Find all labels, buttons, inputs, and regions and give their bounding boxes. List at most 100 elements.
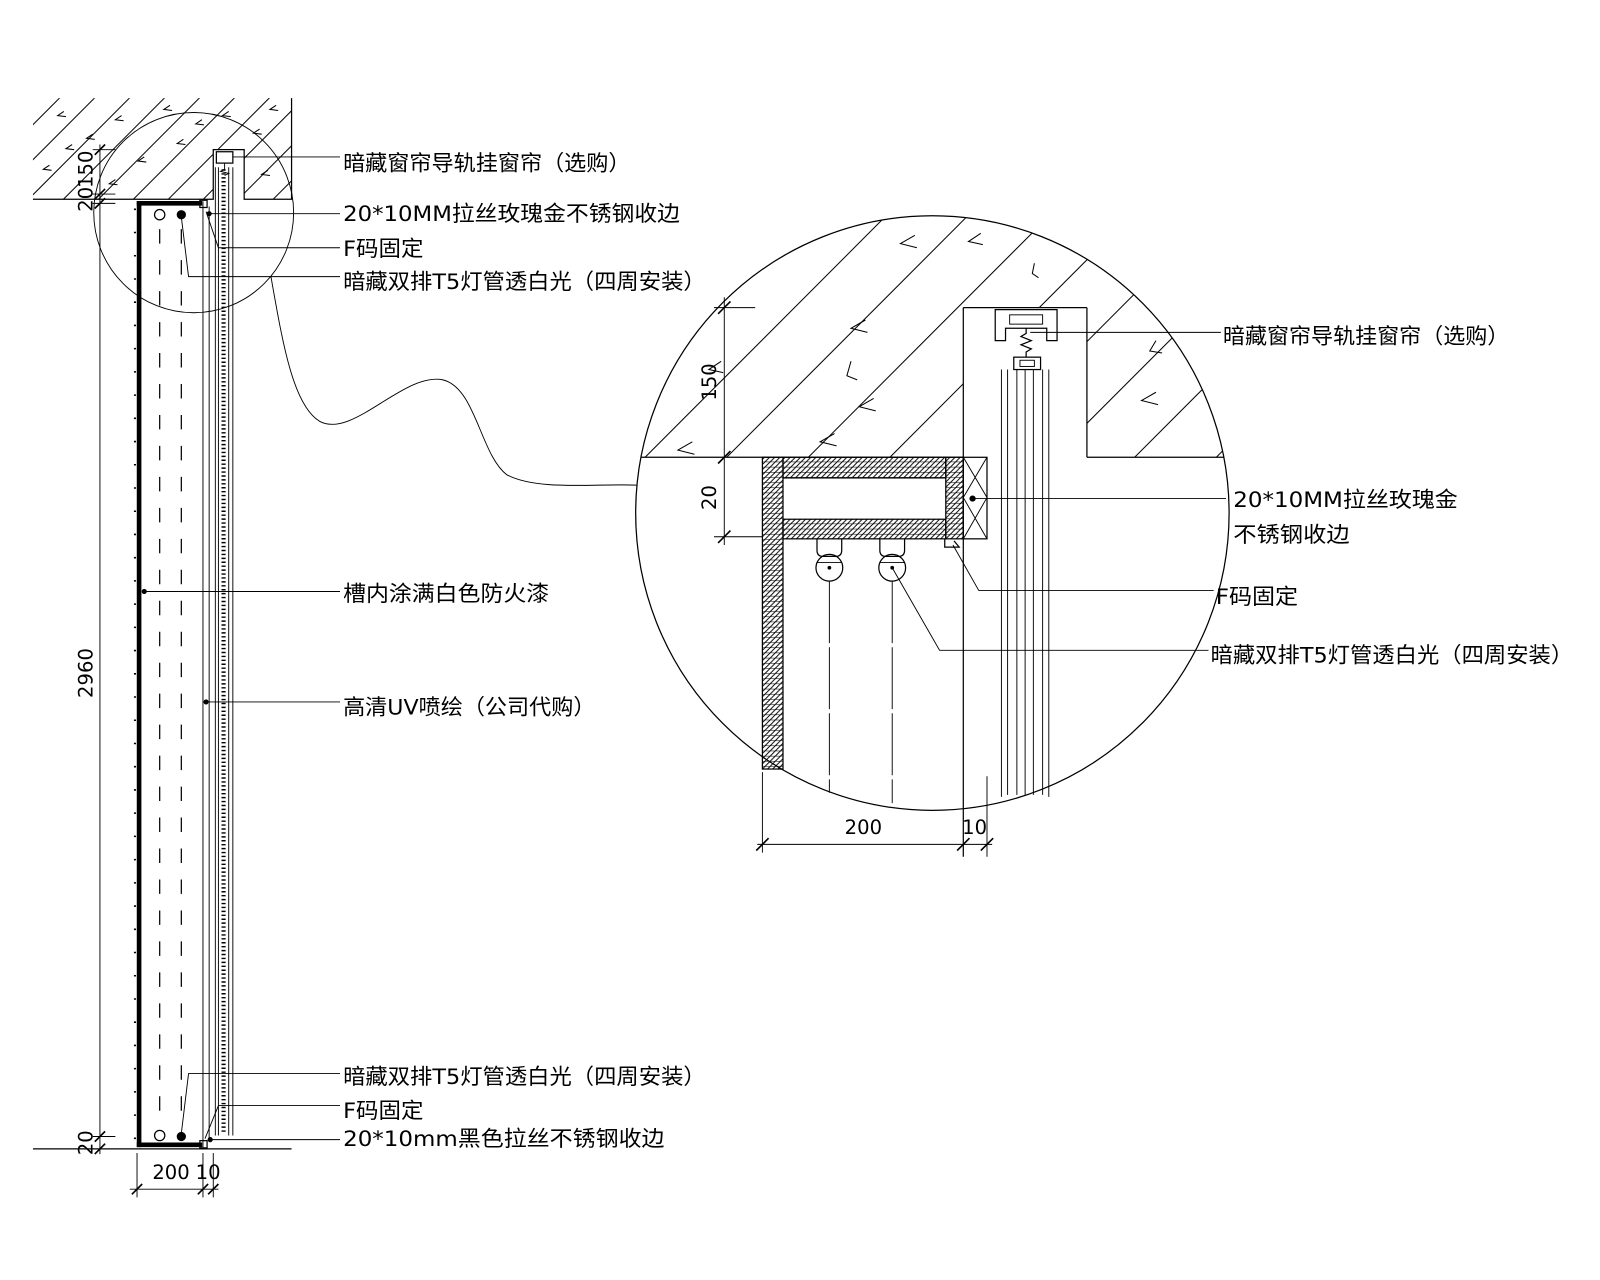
t5-lamp-top-2 [176,210,186,220]
aggregate-mark [136,156,147,163]
aggregate-mark [857,398,876,412]
detail-leader-f-clip [952,544,1214,591]
aggregate-mark [194,119,205,126]
box-back-post [761,456,784,770]
dimension-tick [94,143,106,156]
dimension-tick [94,197,106,210]
ceiling-outline [32,98,293,200]
curtain-track-rail [994,309,1058,342]
ceiling-aggregate-marks [41,104,279,186]
aggregate-mark [64,144,75,151]
dim-top-frame: 20 [75,187,98,212]
box-front-post [945,456,964,540]
aggregate-mark [56,111,67,118]
label-black-trim: 20*10mm黑色拉丝不锈钢收边 [343,1127,665,1152]
aggregate-mark [899,234,918,249]
aggregate-mark [113,115,124,122]
detail-section: 150 20 200 10 暗藏窗帘导轨挂窗帘（选购） 20*10MM拉丝玫瑰金… [635,215,1574,857]
label-t5-lamp-bottom: 暗藏双排T5灯管透白光（四周安装） [343,1065,706,1090]
t5-lamp-holder-1 [816,538,843,558]
t5-lamp-top-1 [153,208,166,221]
curtain-glider-core [1019,359,1035,367]
detail-callout-circle-small [93,112,295,314]
curtain-track-channel [1009,314,1044,325]
dimension-tick [717,300,732,315]
leader-t5-lamp-bottom [180,1073,340,1134]
curtain-hook [1019,328,1033,358]
f-clip [944,538,961,548]
label-fireproof-paint: 槽内涂满白色防火漆 [343,582,549,607]
dim-trim: 10 [196,1161,221,1184]
detail-dim-depth: 200 [845,816,882,839]
label-curtain-track: 暗藏窗帘导轨挂窗帘（选购） [343,151,630,176]
rose-gold-trim-cross [962,457,988,540]
curtain-track [215,151,234,164]
trim-bottom [199,1140,208,1149]
label-f-clip-bottom: F码固定 [343,1099,423,1124]
detail-callout-circle [635,215,1230,811]
aggregate-mark [1031,263,1039,279]
detail-label-f-clip: F码固定 [1216,585,1298,610]
t5-lamp-bottom-1 [153,1129,166,1142]
aggregate-mark [818,433,837,447]
aggregate-mark [41,164,52,171]
aggregate-mark [85,133,95,140]
dimension-tick [94,1143,106,1155]
detail-label-curtain-track: 暗藏窗帘导轨挂窗帘（选购） [1223,325,1509,350]
aggregate-mark [260,169,270,176]
dimension-tick [717,529,732,544]
aggregate-mark [846,361,858,381]
aggregate-mark [252,128,262,135]
dimension-tick [207,1183,219,1195]
aggregate-mark [268,104,279,111]
detail-label-t5-lamp: 暗藏双排T5灯管透白光（四周安装） [1211,644,1574,669]
dim-pocket: 150 [75,151,98,188]
detail-dim-trim: 10 [962,816,987,839]
dim-height: 2960 [75,648,98,698]
dimension-tick [980,837,994,852]
leader-f-clip-top [205,211,340,249]
dimension-tick [956,837,971,852]
t5-lamp-holder-2 [879,538,906,558]
detail-callout-connector [270,276,637,486]
aggregate-mark [849,319,868,333]
dimension-tick [131,1183,143,1195]
t5-lamp-bottom-2 [176,1131,186,1142]
trim-top [199,199,208,209]
dimension-tick [717,450,732,465]
aggregate-mark [107,179,118,186]
detail-concrete-hatch [635,215,1230,458]
leader-f-clip-bottom [204,1105,340,1139]
curtain-glider [1013,356,1042,371]
aggregate-mark [707,360,724,374]
dimension-tick [755,837,770,852]
dim-bottom-frame: 20 [75,1130,98,1155]
dimension-tick [94,188,106,200]
detail-ceiling [635,215,1230,458]
aggregate-mark [967,232,983,246]
label-uv-print: 高清UV喷绘（公司代购） [343,695,595,720]
detail-dim-pocket: 150 [698,363,721,400]
detail-label-rose-gold-trim-2: 不锈钢收边 [1233,523,1350,548]
aggregate-mark [175,138,186,146]
box-bottom-board [782,518,947,540]
ceiling-concrete-hatch [32,98,292,200]
aggregate-mark [162,104,173,111]
leader-t5-lamp-top [180,216,340,278]
aggregate-mark [1148,340,1163,354]
dim-depth: 200 [152,1161,189,1184]
label-rose-gold-trim: 20*10MM拉丝玫瑰金不锈钢收边 [343,202,680,227]
detail-leader-t5-lamp [891,567,1209,651]
dimension-tick [94,1130,106,1143]
label-t5-lamp-top: 暗藏双排T5灯管透白光（四周安装） [343,270,706,295]
label-f-clip-top: F码固定 [343,237,423,262]
curtain-hook [219,163,231,176]
aggregate-mark [676,441,695,455]
box-top-board [782,456,947,479]
aggregate-mark [1140,391,1159,406]
detail-label-rose-gold-trim-1: 20*10MM拉丝玫瑰金 [1233,488,1458,513]
detail-dim-frame: 20 [698,485,721,510]
overview-section: 150 20 2960 20 200 10 暗藏窗帘导轨挂窗帘（选购） 20*1… [32,98,706,1198]
dimension-tick [197,1183,209,1195]
